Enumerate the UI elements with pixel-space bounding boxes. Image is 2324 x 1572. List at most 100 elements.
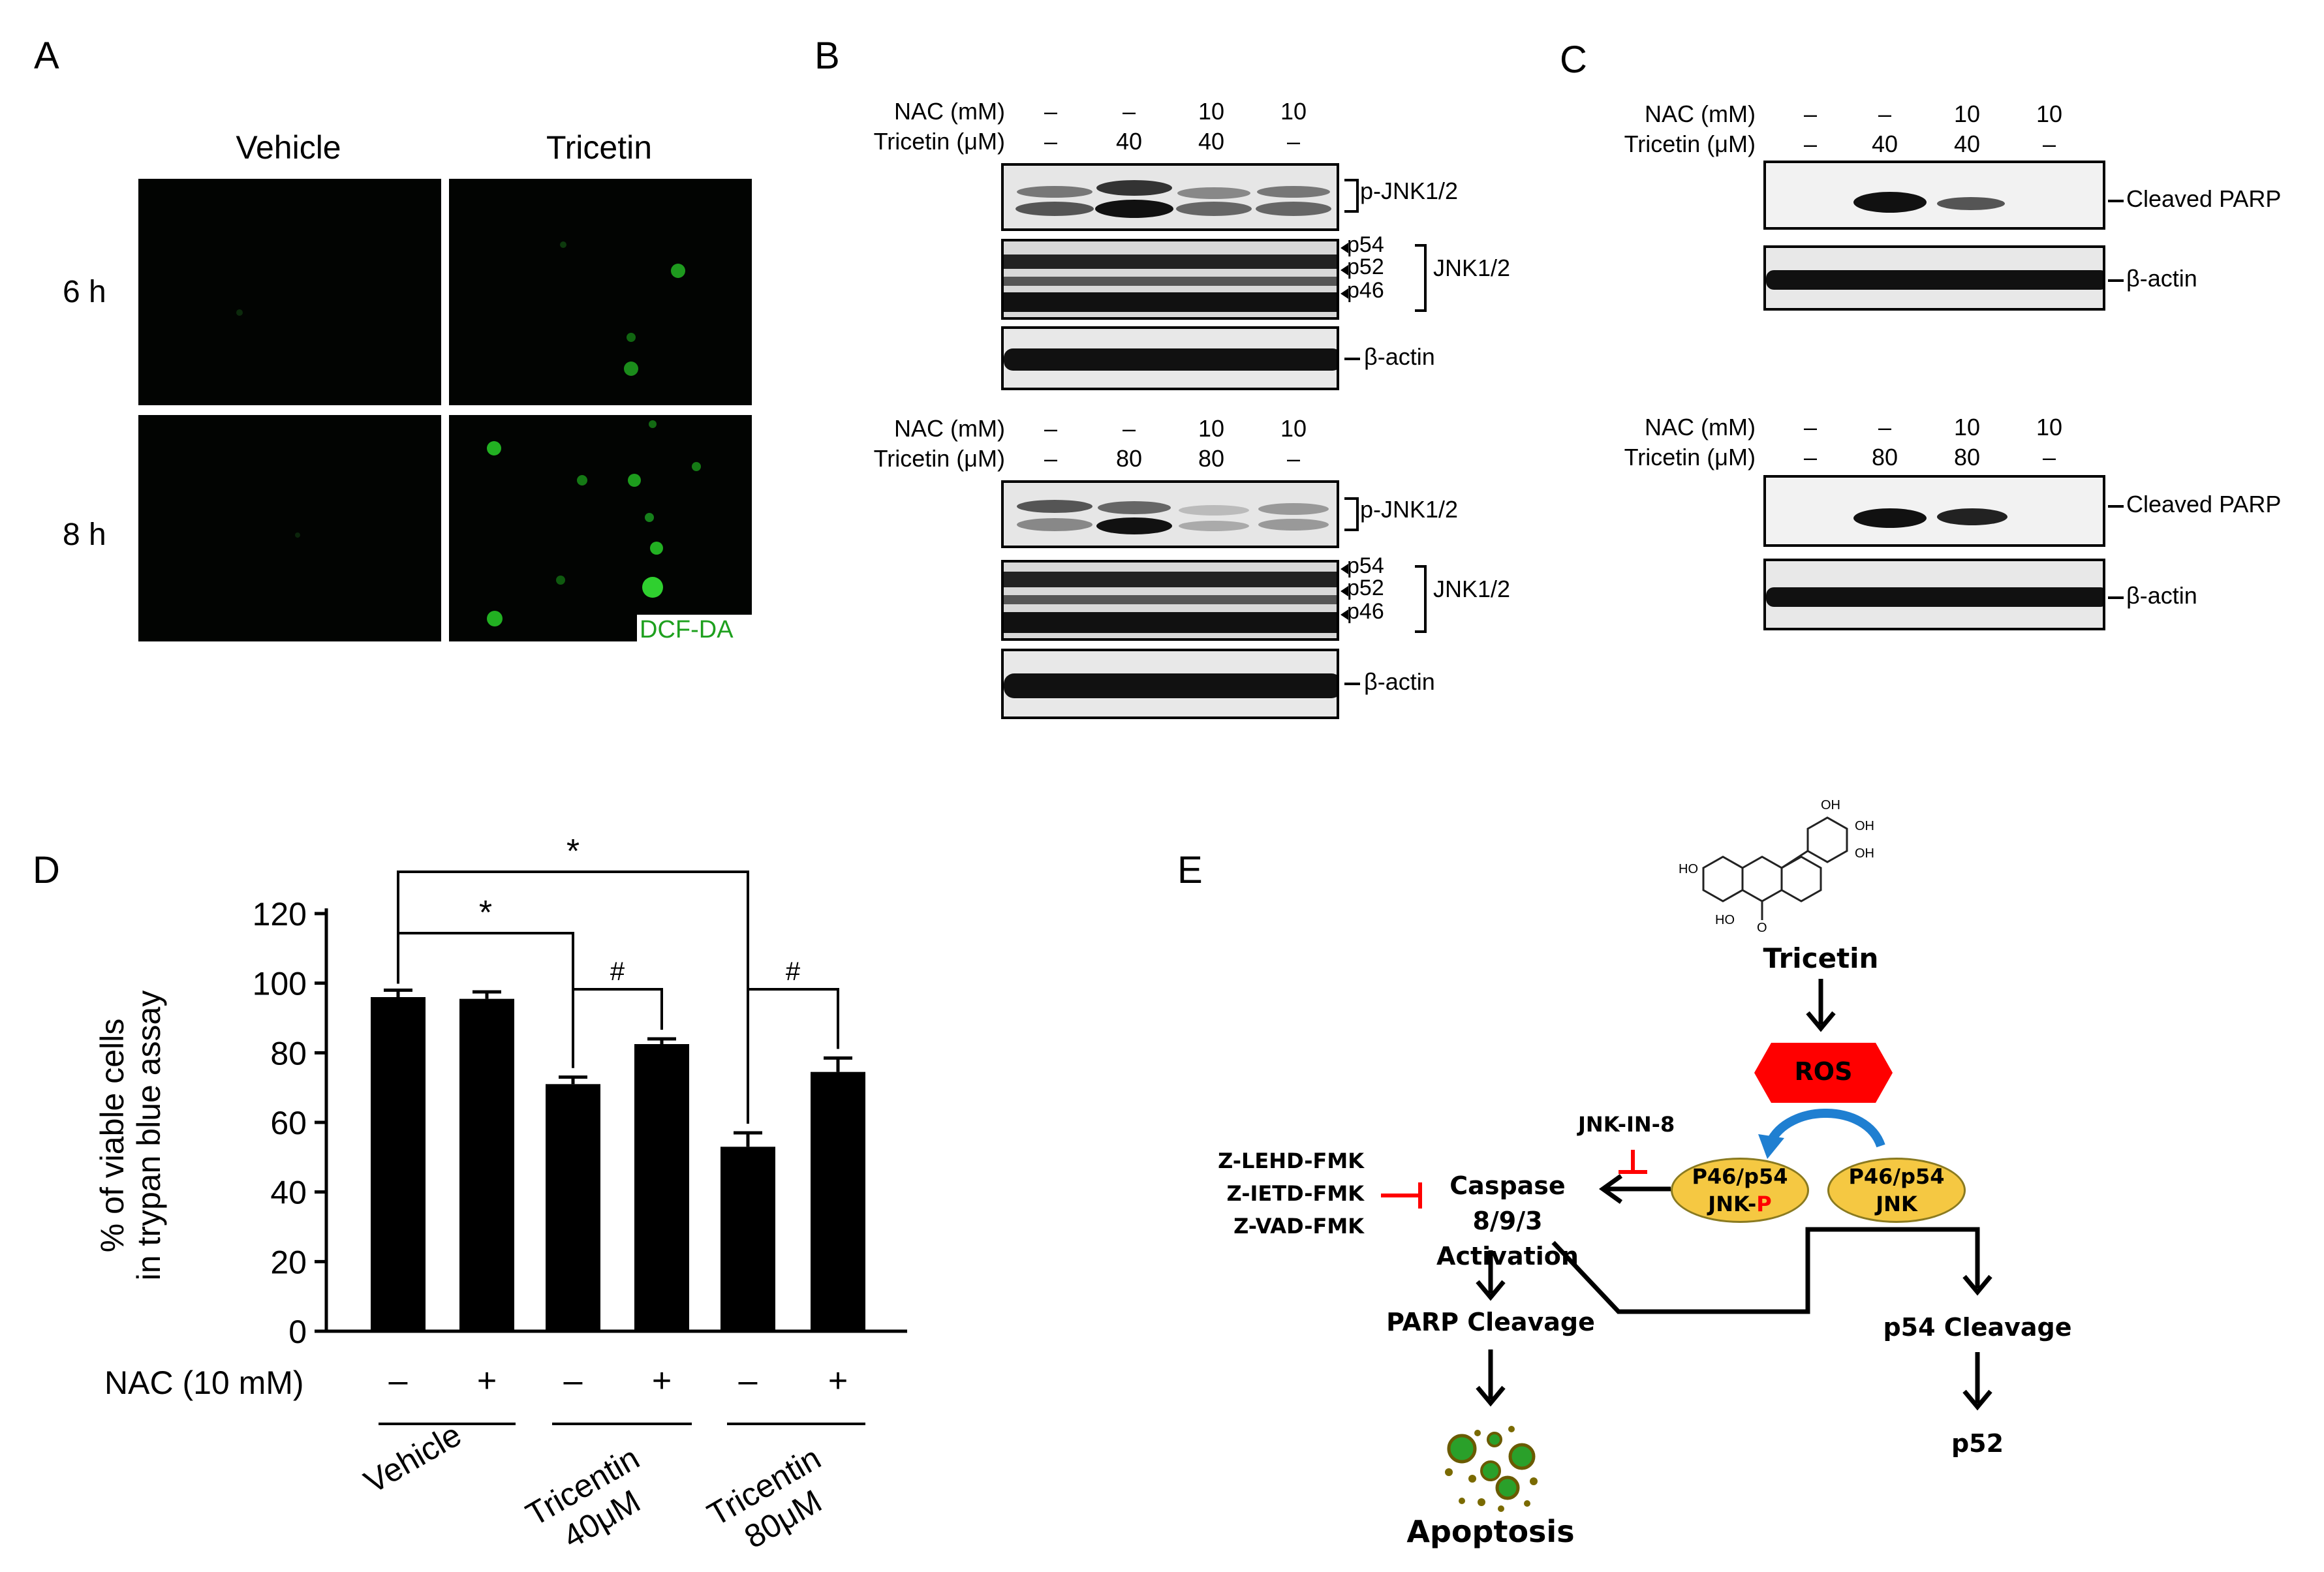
blot-b-bot-pjnk xyxy=(1001,480,1339,548)
b-bot-tri-4: – xyxy=(1286,445,1301,472)
significance-mark-1: * xyxy=(566,833,580,871)
c-bot-nac-3: 10 xyxy=(1953,414,1981,440)
y-tick-label-100: 100 xyxy=(253,966,307,1002)
b-bot-jnk-arrows xyxy=(1340,564,1348,620)
b-bot-tri-label: Tricetin (μM) xyxy=(873,445,1005,472)
b-bot-p52-label: p52 xyxy=(1347,576,1384,600)
panel-label-e: E xyxy=(1177,849,1203,891)
panel-label-a: A xyxy=(34,35,59,77)
b-top-tri-1: – xyxy=(1044,128,1058,155)
panel-label-d: D xyxy=(33,849,60,891)
blot-b-top-jnk xyxy=(1001,239,1339,320)
c-top-tri-3: 40 xyxy=(1953,131,1981,157)
caspase-node: Caspase 8/9/3 Activation xyxy=(1416,1168,1599,1274)
c-bot-nac-4: 10 xyxy=(2036,414,2063,440)
nac-sign-5: – xyxy=(738,1362,758,1400)
c-bot-tri-label: Tricetin (μM) xyxy=(1624,444,1756,470)
o-label: O xyxy=(1757,921,1767,935)
significance-mark-3: # xyxy=(610,957,625,986)
jnk-p-line2a: JNK- xyxy=(1708,1192,1757,1216)
b-top-nac-4: 10 xyxy=(1280,98,1307,125)
panel-label-b: B xyxy=(814,35,840,77)
significance-bracket-3 xyxy=(572,988,663,1068)
ros-label: ROS xyxy=(1794,1057,1853,1086)
panel-label-c: C xyxy=(1560,39,1587,81)
b-bot-nac-4: 10 xyxy=(1280,415,1307,442)
b-top-p54-label: p54 xyxy=(1347,232,1384,257)
y-tick-label-0: 0 xyxy=(288,1314,307,1350)
p52-node: p52 xyxy=(1951,1429,2004,1458)
caspase-line2: Activation xyxy=(1436,1242,1579,1271)
y-tick-label-80: 80 xyxy=(270,1035,307,1071)
caspase-line1: Caspase 8/9/3 xyxy=(1449,1171,1566,1235)
inhibitor-1: Z-LEHD-FMK xyxy=(1218,1148,1364,1173)
blot-b-top-pjnk xyxy=(1001,163,1339,231)
ros-hexagon xyxy=(1754,1043,1893,1103)
tick-b-top-actin xyxy=(1344,358,1360,360)
b-top-tri-2: 40 xyxy=(1115,128,1143,155)
b-bot-nac-1: – xyxy=(1044,415,1058,442)
significance-mark-4: # xyxy=(786,957,801,986)
parp-cleavage-node: PARP Cleavage xyxy=(1386,1308,1595,1336)
y-tick-label-120: 120 xyxy=(253,896,307,932)
b-bot-tri-1: – xyxy=(1044,445,1058,472)
c-bot-tri-4: – xyxy=(2042,444,2056,470)
b-top-pjnk-label: p-JNK1/2 xyxy=(1360,177,1459,204)
jnk-line1: P46/p54 xyxy=(1848,1164,1945,1189)
b-top-nac-3: 10 xyxy=(1198,98,1225,125)
oh-label-3: OH xyxy=(1821,798,1840,812)
blot-b-bot-jnk xyxy=(1001,560,1339,641)
blot-b-bot-actin xyxy=(1001,649,1339,719)
tick-c-bot-parp xyxy=(2108,505,2124,508)
inhibitor-3: Z-VAD-FMK xyxy=(1233,1214,1364,1239)
c-top-nac-label: NAC (mM) xyxy=(1645,100,1756,127)
bracket-b-bot-pjnk xyxy=(1344,497,1359,531)
jnk-line2: JNK xyxy=(1876,1192,1917,1216)
tricetin-structure: HO HO O OH OH OH xyxy=(1679,798,1874,935)
micrograph-vehicle-6h xyxy=(138,179,441,405)
b-bot-nac-3: 10 xyxy=(1198,415,1225,442)
b-top-jnk-label: JNK1/2 xyxy=(1433,254,1511,281)
significance-bracket-4 xyxy=(747,988,839,1124)
c-top-nac-3: 10 xyxy=(1953,100,1981,127)
blot-c-bot-parp xyxy=(1763,475,2105,547)
c-top-tri-2: 40 xyxy=(1871,131,1898,157)
oh-label-4: OH xyxy=(1855,819,1874,833)
b-top-tri-4: – xyxy=(1286,128,1301,155)
micrograph-tricetin-6h xyxy=(449,179,752,405)
stain-label-box xyxy=(637,615,752,641)
nac-sign-2: + xyxy=(476,1362,497,1400)
oh-label-2: HO xyxy=(1715,913,1735,927)
y-tick-label-60: 60 xyxy=(270,1105,307,1141)
c-top-tri-1: – xyxy=(1803,131,1818,157)
y-tick-label-40: 40 xyxy=(270,1175,307,1211)
c-top-tri-label: Tricetin (μM) xyxy=(1624,131,1756,157)
jnk-p-line2b: P xyxy=(1756,1192,1772,1216)
c-bot-tri-3: 80 xyxy=(1953,444,1981,470)
b-bot-actin-label: β-actin xyxy=(1364,668,1435,695)
c-top-actin-label: β-actin xyxy=(2126,265,2197,292)
b-bot-jnk-label: JNK1/2 xyxy=(1433,576,1511,602)
c-bot-tri-1: – xyxy=(1803,444,1818,470)
col-header-vehicle: Vehicle xyxy=(236,129,341,166)
jnk-node xyxy=(1827,1158,1966,1223)
tick-b-bot-actin xyxy=(1344,683,1360,685)
c-bot-actin-label: β-actin xyxy=(2126,582,2197,609)
row-label-8h: 8 h xyxy=(63,517,106,552)
b-bot-nac-label: NAC (mM) xyxy=(894,415,1005,442)
tick-c-top-parp xyxy=(2108,200,2124,202)
bar-1 xyxy=(371,997,426,1331)
micrograph-tricetin-8h xyxy=(449,415,752,641)
jnk-p-line1: P46/p54 xyxy=(1692,1164,1788,1189)
jnk-text: P46/p54 JNK xyxy=(1827,1163,1966,1218)
tick-c-bot-actin xyxy=(2108,596,2124,599)
b-bot-tri-3: 80 xyxy=(1198,445,1225,472)
inhibitor-2: Z-IETD-FMK xyxy=(1226,1181,1364,1206)
b-bot-pjnk-label: p-JNK1/2 xyxy=(1360,496,1459,523)
oh-label-1: HO xyxy=(1679,862,1698,876)
b-top-tri-3: 40 xyxy=(1198,128,1225,155)
b-top-jnk-arrows xyxy=(1340,243,1348,299)
apoptosis-cells-icon xyxy=(1445,1426,1538,1512)
